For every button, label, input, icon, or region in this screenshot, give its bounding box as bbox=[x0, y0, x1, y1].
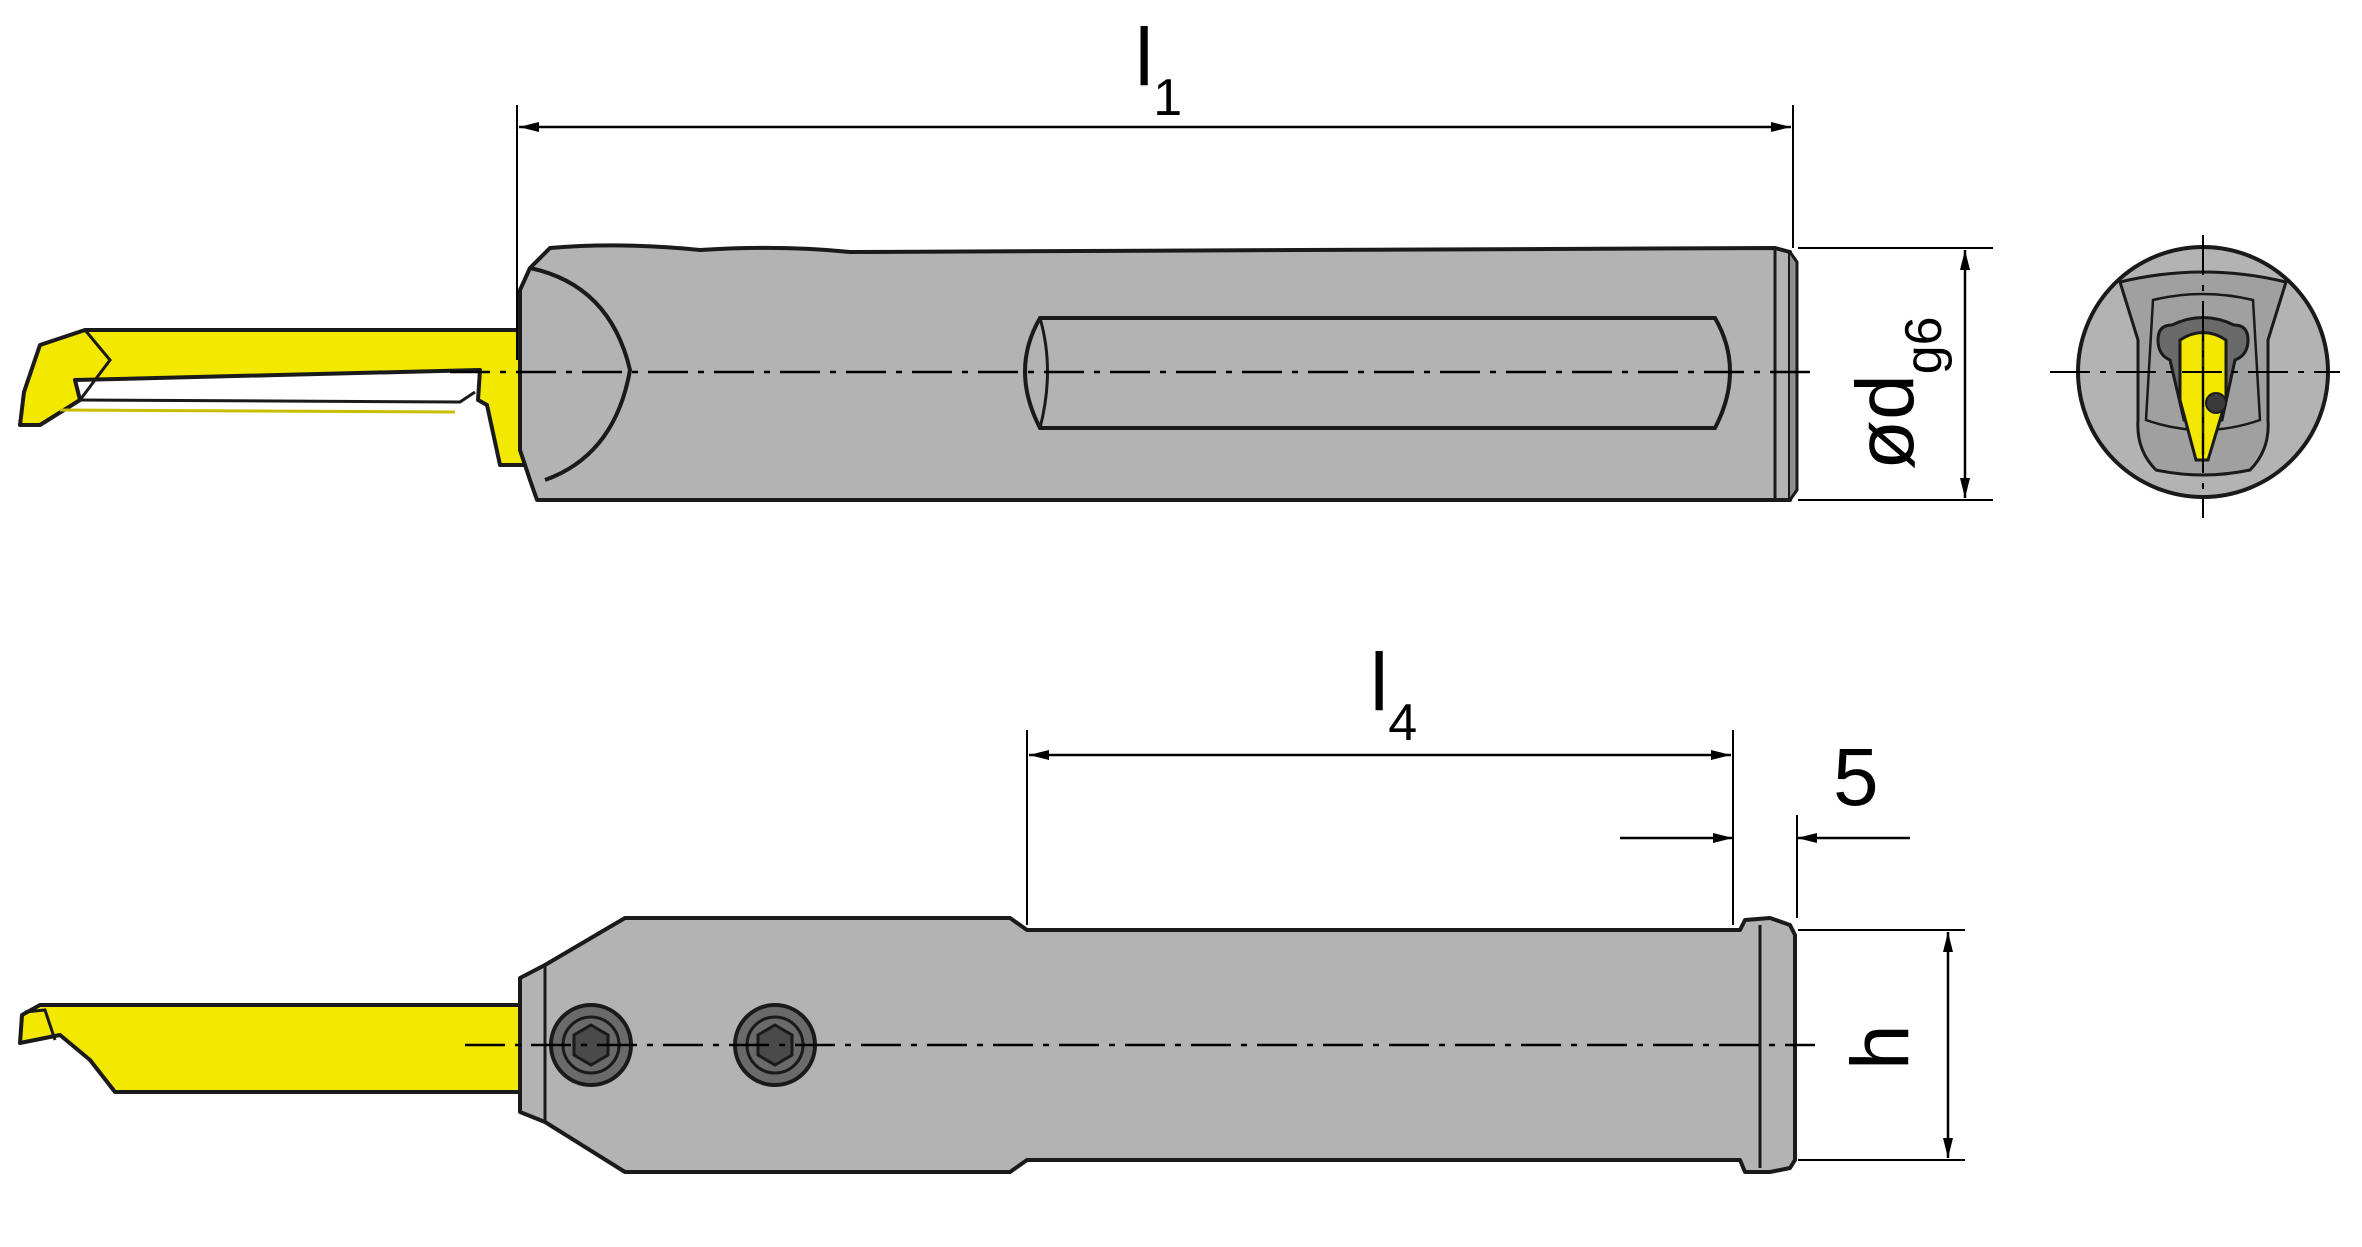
top-view-insert bbox=[18, 328, 530, 467]
screw-left bbox=[549, 1003, 633, 1087]
bottom-view: l4 5 h bbox=[18, 637, 1965, 1174]
dimension-l1: l1 bbox=[516, 12, 1794, 360]
dimension-h: h bbox=[1798, 929, 1965, 1161]
dimension-l4: l4 bbox=[1026, 637, 1734, 925]
l4-label: l4 bbox=[1370, 637, 1417, 752]
end-view bbox=[2050, 235, 2340, 518]
diameter-label: ødg6 bbox=[1840, 316, 1953, 470]
l1-label: l1 bbox=[1135, 12, 1182, 127]
dimension-diameter: ødg6 bbox=[1798, 247, 1993, 501]
five-label: 5 bbox=[1833, 732, 1879, 823]
bottom-view-insert bbox=[18, 1003, 527, 1094]
dimension-five: 5 bbox=[1620, 732, 1910, 918]
screw-right bbox=[733, 1003, 817, 1087]
top-view: l1 ødg6 bbox=[18, 12, 2340, 518]
top-view-body bbox=[518, 243, 1799, 502]
h-label: h bbox=[1835, 1024, 1926, 1070]
